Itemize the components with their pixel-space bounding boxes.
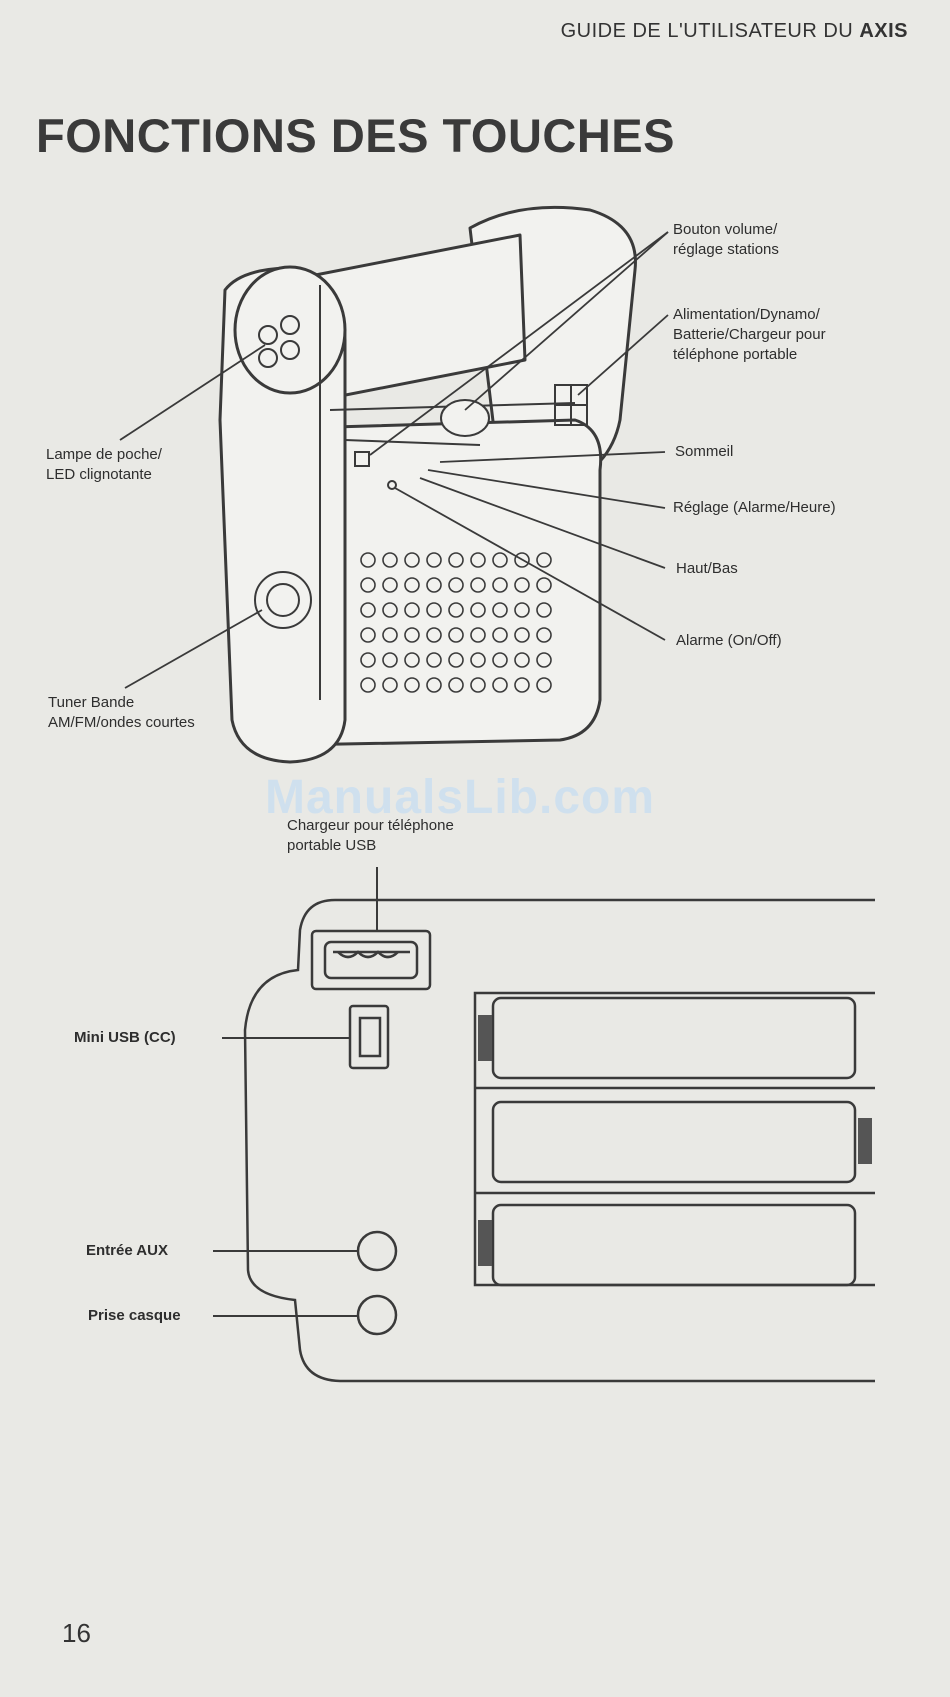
label-tuner: Tuner Bande AM/FM/ondes courtes [48, 693, 195, 733]
label-power: Alimentation/Dynamo/ Batterie/Chargeur p… [673, 305, 826, 365]
label-power-line-1: Alimentation/Dynamo/ [673, 306, 820, 323]
label-aux: Entrée AUX [86, 1242, 168, 1259]
label-usb-charger-line-1: Chargeur pour téléphone [287, 817, 454, 834]
label-updown: Haut/Bas [676, 560, 738, 577]
label-headphone: Prise casque [88, 1307, 181, 1324]
label-flashlight-line-1: Lampe de poche/ [46, 446, 162, 463]
header-brand: AXIS [859, 20, 908, 42]
label-usb-charger-line-2: portable USB [287, 837, 377, 854]
label-mini-usb: Mini USB (CC) [74, 1029, 176, 1046]
label-volume-line-2: réglage stations [673, 241, 779, 258]
watermark: ManualsLib.com [265, 771, 656, 824]
label-tuner-line-1: Tuner Bande [48, 694, 135, 711]
header-text: GUIDE DE L'UTILISATEUR DU [560, 20, 854, 42]
label-setting: Réglage (Alarme/Heure) [673, 499, 836, 516]
label-volume: Bouton volume/ réglage stations [673, 220, 779, 260]
label-flashlight-line-2: LED clignotante [46, 466, 152, 483]
label-sleep: Sommeil [675, 443, 734, 460]
label-tuner-line-2: AM/FM/ondes courtes [48, 714, 195, 731]
label-flashlight: Lampe de poche/ LED clignotante [46, 445, 162, 485]
label-usb-charger: Chargeur pour téléphone portable USB [287, 816, 454, 856]
label-alarm: Alarme (On/Off) [676, 632, 782, 649]
page-number: 16 [62, 1618, 91, 1648]
label-power-line-3: téléphone portable [673, 346, 798, 363]
page-title: FONCTIONS DES TOUCHES [36, 109, 675, 162]
label-power-line-2: Batterie/Chargeur pour [673, 326, 826, 343]
running-header: GUIDE DE L'UTILISATEUR DU AXIS [561, 20, 908, 43]
label-volume-line-1: Bouton volume/ [673, 221, 778, 238]
